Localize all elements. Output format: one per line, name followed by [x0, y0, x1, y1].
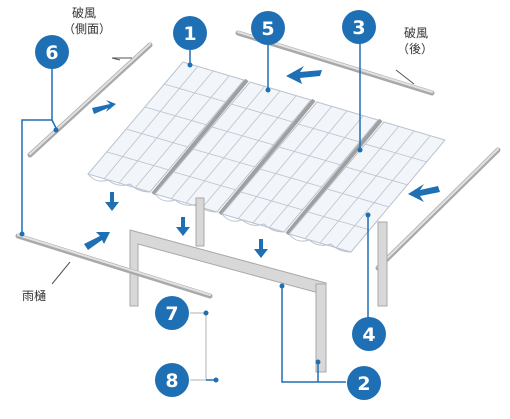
rear-windbreak-sub-label: （後） — [397, 42, 433, 56]
roof-panels — [87, 61, 446, 253]
badge-8: 8 — [155, 363, 189, 397]
badge-2: 2 — [347, 366, 381, 400]
flow-arrows — [84, 66, 440, 258]
roof-panel — [288, 121, 446, 253]
leader-lines — [21, 42, 369, 383]
arrow-right-icon — [92, 100, 116, 114]
svg-text:7: 7 — [165, 303, 178, 325]
support-post — [195, 197, 205, 247]
side-windbreak-label: 破風 — [72, 5, 96, 20]
badge-1: 1 — [173, 16, 207, 50]
badge-4: 4 — [352, 317, 386, 351]
front-beam — [129, 229, 327, 307]
gutter-label: 雨樋 — [22, 288, 46, 303]
badge-5: 5 — [251, 11, 285, 45]
svg-text:6: 6 — [45, 42, 58, 64]
badge-7: 7 — [155, 296, 189, 330]
badge-6: 6 — [35, 35, 69, 69]
arrow-up-right-icon — [84, 232, 110, 250]
roof-panel — [87, 61, 245, 193]
support-post — [315, 283, 327, 373]
support-post — [377, 221, 388, 307]
rear-windbreak-label: 破風 — [404, 25, 428, 40]
support-frame — [129, 197, 388, 373]
roof-panel — [154, 81, 312, 213]
badge-3: 3 — [342, 10, 376, 44]
svg-text:8: 8 — [165, 370, 178, 392]
arrow-left-icon — [408, 184, 440, 202]
svg-text:3: 3 — [352, 17, 365, 39]
svg-text:2: 2 — [357, 373, 370, 395]
arrow-down-icon — [176, 217, 190, 236]
svg-text:4: 4 — [362, 324, 375, 346]
svg-text:5: 5 — [261, 18, 274, 40]
arrow-down-icon — [254, 239, 268, 258]
roof-panel — [221, 101, 379, 233]
side-windbreak-sub-label: （側面） — [63, 22, 111, 36]
arrow-left-icon — [286, 66, 322, 84]
arrow-down-icon — [105, 192, 119, 211]
svg-text:1: 1 — [183, 23, 196, 45]
